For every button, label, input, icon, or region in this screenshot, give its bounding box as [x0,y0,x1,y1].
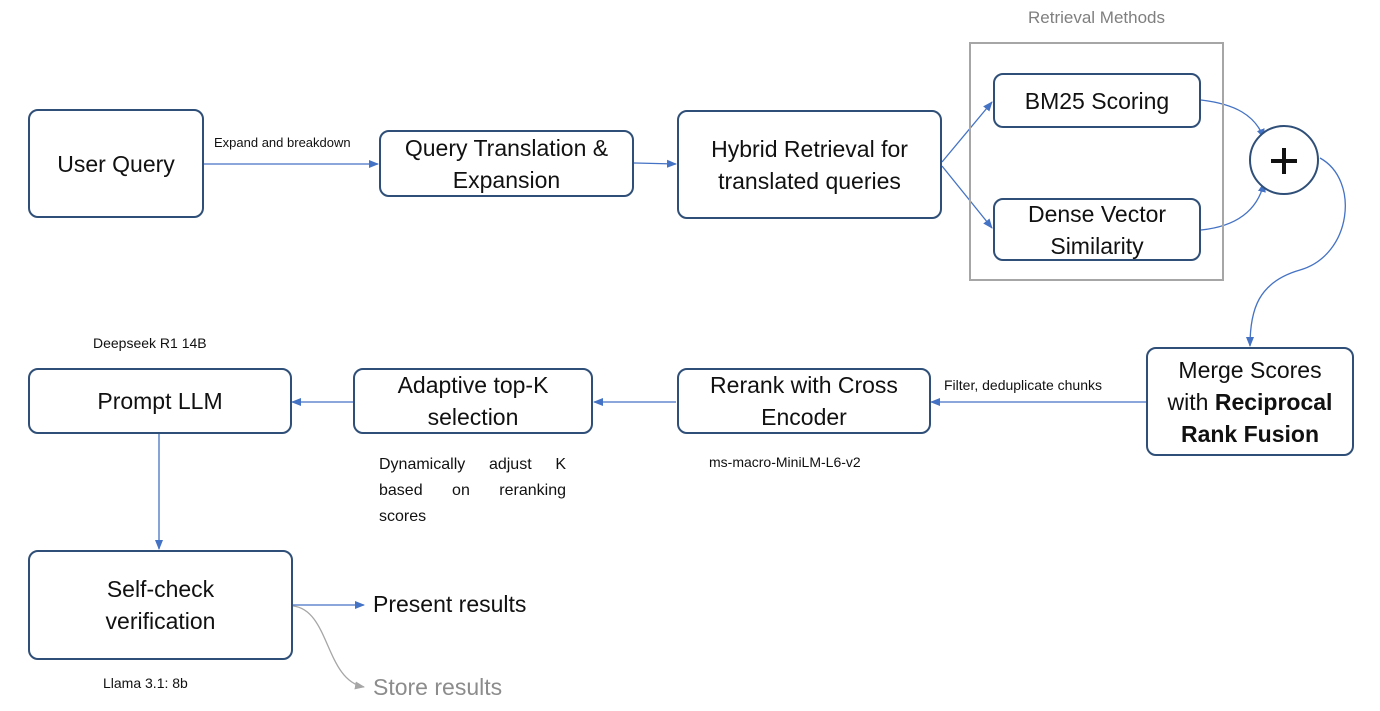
node-bm25-scoring-label: BM25 Scoring [1024,87,1170,114]
annotation-dynamic-k: Dynamically adjust K based on reranking … [379,456,566,525]
plus-icon [1249,125,1319,195]
edge-label-filter-dedup: Filter, deduplicate chunks [944,377,1102,393]
edge-bm25-to-plus [1200,99,1265,139]
node-dense-vector-line2: Similarity [1050,232,1144,259]
edge-dense-to-plus [1200,182,1266,231]
edge-selfcheck-to-store [292,605,365,690]
node-dense-vector-line1: Dense Vector [1027,200,1167,227]
output-present-results: Present results [373,591,527,617]
node-rerank-line2: Encoder [761,404,847,430]
node-query-translation: Query Translation & Expansion [379,130,634,197]
node-bm25-scoring: BM25 Scoring [993,73,1201,128]
node-user-query-label: User Query [57,150,175,177]
retrieval-methods-title: Retrieval Methods [1027,8,1165,27]
node-prompt-llm-label: Prompt LLM [97,388,223,414]
node-query-translation-line2: Expansion [452,166,561,193]
edge-plus-to-merge [1246,157,1346,347]
node-hybrid-retrieval-line2: translated queries [718,167,901,194]
node-query-translation-line1: Query Translation & [404,134,609,161]
node-merge-scores-prefix: with [1167,388,1215,415]
node-hybrid-retrieval-line1: Hybrid Retrieval for [711,135,908,162]
node-rerank: Rerank with Cross Encoder [677,368,931,434]
node-dense-vector: Dense Vector Similarity [993,198,1201,261]
annotation-deepseek: Deepseek R1 14B [93,335,207,351]
node-adaptive-topk-line1: Adaptive top-K [397,372,549,398]
annotation-minilm: ms-macro-MiniLM-L6-v2 [709,454,861,470]
node-self-check: Self-check verification [28,550,293,660]
node-self-check-line1: Self-check [106,576,215,602]
node-merge-scores-line1: Merge Scores [1178,356,1322,383]
node-rerank-line1: Rerank with Cross [710,372,898,398]
edge-hybrid-to-bm25 [941,101,993,163]
node-merge-scores-line3: Rank Fusion [1180,420,1319,447]
annotation-llama: Llama 3.1: 8b [103,675,188,691]
node-hybrid-retrieval: Hybrid Retrieval for translated queries [677,110,942,219]
node-self-check-line2: verification [105,608,216,634]
node-merge-scores-line2: with Reciprocal [1168,386,1333,418]
edge-label-expand-breakdown: Expand and breakdown [214,135,351,150]
node-prompt-llm: Prompt LLM [28,368,292,434]
node-adaptive-topk: Adaptive top-K selection [353,368,593,434]
edge-translation-to-hybrid [633,159,677,168]
node-user-query: User Query [28,109,204,218]
node-merge-scores: Merge Scores with Reciprocal Rank Fusion [1146,347,1354,456]
node-merge-scores-bold1: Reciprocal [1214,388,1333,415]
retrieval-methods-group [969,42,1224,281]
output-store-results: Store results [373,674,503,700]
node-adaptive-topk-line2: selection [427,404,519,430]
edge-hybrid-to-dense [941,165,993,229]
